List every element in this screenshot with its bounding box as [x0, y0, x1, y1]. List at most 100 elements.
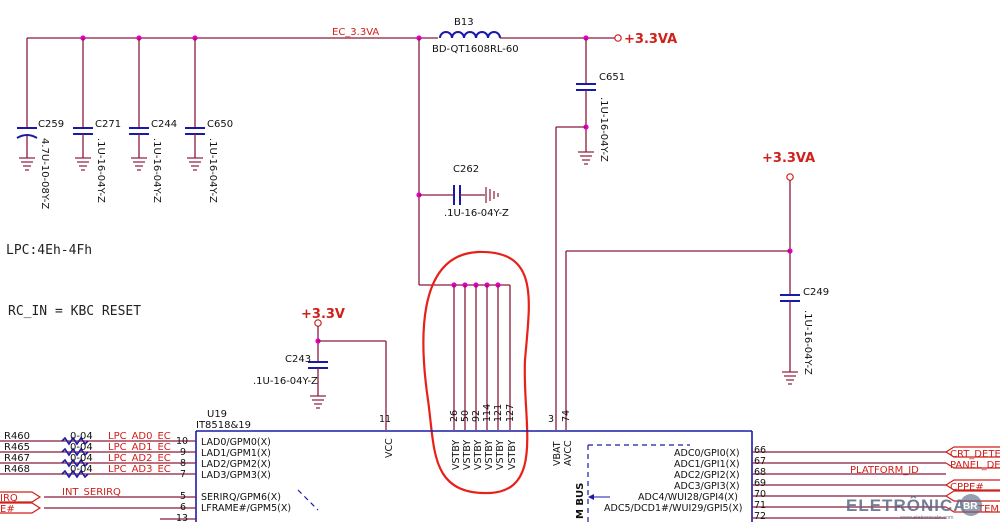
watermark-badge: BR	[963, 501, 978, 512]
c262-ref: C262	[453, 164, 479, 175]
watermark-badge-icon	[960, 494, 982, 516]
p33va-top-label: +3.3VA	[624, 32, 677, 47]
watermark-brand: ELETRÔNICA	[846, 496, 967, 515]
ic-ref: U19	[207, 409, 227, 420]
pin-num: 74	[561, 410, 572, 422]
c244-value: .1U-16-04Y-Z	[151, 138, 162, 203]
net-lpc-ad0: LPC_AD0_EC	[108, 431, 171, 442]
c259-ref: C259	[38, 119, 64, 130]
rc-in-note: RC_IN = KBC RESET	[8, 304, 141, 319]
pin-name: SERIRQ/GPM6(X)	[201, 492, 281, 503]
r460-ref: R460	[4, 431, 30, 442]
pin-num: 68	[754, 467, 766, 478]
inductor-b13	[439, 31, 501, 39]
pin-name: VCC	[384, 438, 395, 458]
pin-num: 5	[180, 491, 186, 502]
p33va-right-label: +3.3VA	[762, 151, 815, 166]
pin-name: LAD2/GPM2(X)	[201, 459, 271, 470]
pin-num: 72	[754, 511, 766, 522]
cap-c271	[73, 38, 93, 171]
pin-name: ADC0/GPI0(X)	[674, 448, 740, 459]
inductor-value: BD-QT1608RL-60	[432, 44, 519, 55]
bus-label: M BUS	[575, 483, 586, 519]
pin-num: 114	[482, 404, 493, 422]
c249-ref: C249	[803, 287, 829, 298]
pin-num: 69	[754, 478, 766, 489]
pin-name: VBAT	[552, 441, 563, 466]
net-lpc-ad3: LPC_AD3_EC	[108, 464, 171, 475]
pin-num: 11	[379, 414, 391, 425]
c271-ref: C271	[95, 119, 121, 130]
p33v-label: +3.3V	[301, 307, 345, 322]
pin-name: VSTBY	[473, 440, 484, 470]
r465-value: 0-04	[70, 442, 93, 453]
offpage-cppe: CPPE#	[950, 482, 984, 493]
pin-num: 8	[180, 458, 186, 469]
highlight-ellipse	[422, 250, 530, 495]
pin-num: 92	[471, 410, 482, 422]
pin-num: 6	[180, 502, 186, 513]
pin-name: ADC5/DCD1#/WUI29/GPI5(X)	[604, 503, 742, 514]
pin-name: ADC2/GPI2(X)	[674, 470, 740, 481]
offpage-tem: TEM	[977, 504, 999, 515]
r460-value: 0-04	[70, 431, 93, 442]
pin-name: LAD1/GPM1(X)	[201, 448, 271, 459]
watermark: ELETRÔNICA www.eletronicabr.com BR	[846, 494, 982, 521]
pin-name: ADC4/WUI28/GPI4(X)	[638, 492, 738, 503]
c651-ref: C651	[599, 72, 625, 83]
cap-c259	[16, 120, 38, 171]
offpage-e: E#	[0, 504, 15, 515]
vbat-branch	[565, 173, 800, 430]
pin-name: ADC3/GPI3(X)	[674, 481, 740, 492]
pin-num: 66	[754, 445, 766, 456]
pin-num: 127	[505, 404, 516, 422]
pin-num: 13	[176, 513, 188, 522]
ic-left-wires	[0, 436, 196, 520]
ic-right-labels: ADC0/GPI0(X) ADC1/GPI1(X) ADC2/GPI2(X) A…	[604, 445, 1000, 522]
ic-left-labels: R460 R465 R467 R468 0-04 0-04 0-04 0-04 …	[0, 431, 291, 522]
ic-right-wires	[752, 446, 1000, 519]
ic-u19-body	[195, 430, 753, 522]
watermark-url: www.eletronicabr.com	[899, 515, 954, 521]
pin-num: 70	[754, 489, 766, 500]
lpc-note: LPC:4Eh-4Fh	[6, 243, 92, 258]
c650-ref: C650	[207, 119, 233, 130]
c650-value: .1U-16-04Y-Z	[207, 138, 218, 203]
vstby-feed	[416, 38, 511, 430]
r465-ref: R465	[4, 442, 30, 453]
pin-num: 9	[180, 447, 186, 458]
cap-c244	[129, 38, 149, 171]
ec-rail	[26, 34, 622, 120]
pin-num: 10	[176, 436, 188, 447]
pin-name: VSTBY	[484, 440, 495, 470]
cap-c650	[185, 38, 205, 171]
r468-value: 0-04	[70, 464, 93, 475]
pin-name: LAD0/GPM0(X)	[201, 437, 271, 448]
pin-num: 67	[754, 456, 766, 467]
pin-num: 7	[180, 469, 186, 480]
r467-value: 0-04	[70, 453, 93, 464]
pin-name: VSTBY	[495, 440, 506, 470]
ec-rail-label: EC_3.3VA	[332, 27, 379, 38]
inductor-ref: B13	[454, 17, 474, 28]
pin-num: 121	[493, 404, 504, 422]
c651-value: .1U-16-04Y-Z	[598, 97, 609, 162]
pin-num: 3	[548, 414, 554, 425]
pin-num: 26	[449, 410, 460, 422]
r468-ref: R468	[4, 464, 30, 475]
pin-name: VSTBY	[462, 440, 473, 470]
c243-ref: C243	[285, 354, 311, 365]
pin-name: VSTBY	[507, 440, 518, 470]
offpage-crt-dete: CRT_DETE	[950, 449, 1000, 460]
pin-name: LAD3/GPM3(X)	[201, 470, 271, 481]
c244-ref: C244	[151, 119, 177, 130]
offpage-panel-de: PANEL_DE	[950, 460, 1000, 471]
ic-part: IT8518&19	[196, 420, 251, 431]
pin-name: AVCC	[563, 440, 574, 466]
r467-ref: R467	[4, 453, 30, 464]
pin-num: 71	[754, 500, 766, 511]
c249-value: .1U-16-04Y-Z	[802, 310, 813, 375]
offpage-irq: IRQ	[0, 493, 18, 504]
net-int-serirq: INT_SERIRQ	[62, 487, 121, 498]
